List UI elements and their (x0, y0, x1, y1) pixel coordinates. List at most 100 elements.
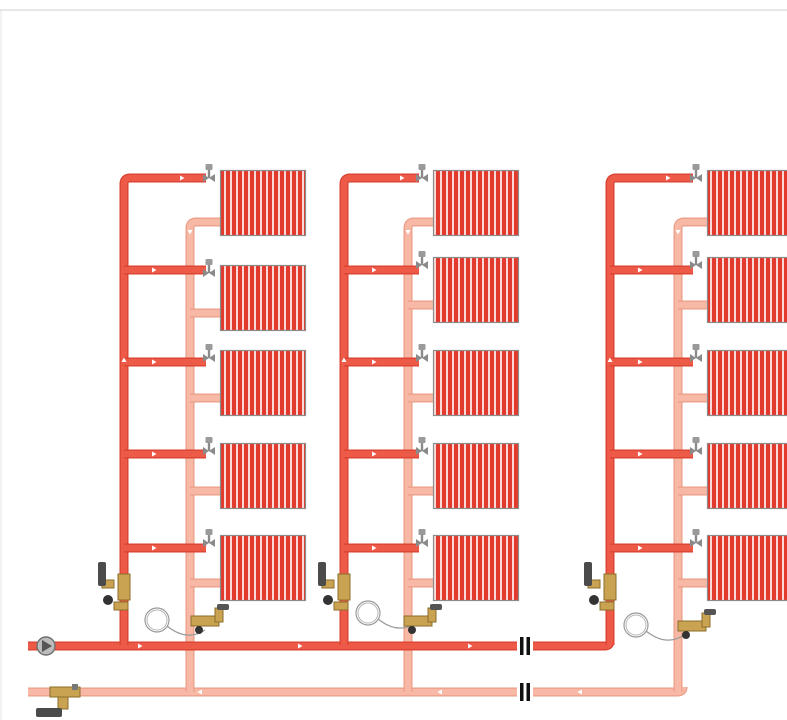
thermostatic-valve-icon (203, 259, 215, 277)
radiator (706, 349, 787, 417)
thermostatic-valve-icon (203, 529, 215, 547)
valve-cap (599, 601, 615, 611)
dpv-knob (195, 626, 203, 634)
valve-cap (113, 601, 129, 611)
flow-arrow (372, 267, 377, 273)
flow-arrow (607, 357, 613, 362)
flow-arrow (437, 689, 442, 695)
differential-pressure-valve-icon (677, 609, 716, 639)
radiator-body (220, 265, 306, 331)
radiator-body (707, 170, 787, 236)
radiator (219, 534, 307, 602)
flow-arrow (180, 175, 185, 181)
flow-arrow (372, 359, 377, 365)
valve-body (603, 573, 617, 601)
radiator-frame (219, 349, 307, 417)
radiator-frame (706, 349, 787, 417)
radiator-frame (219, 442, 307, 510)
radiator-frame (219, 534, 307, 602)
radiator (432, 349, 520, 417)
dpv-head (701, 612, 711, 628)
flow-arrow (638, 451, 643, 457)
capillary-tube-icon (623, 612, 685, 641)
flow-arrow (121, 357, 127, 362)
radiator (219, 264, 307, 332)
thermostatic-valve-icon (690, 344, 702, 362)
return-shutoff-valve-icon (36, 684, 81, 717)
flow-arrow (187, 230, 193, 235)
radiator-body (220, 535, 306, 601)
flow-arrow (666, 175, 671, 181)
valve-cap (333, 601, 349, 611)
radiator-body (707, 443, 787, 509)
radiator-body (433, 350, 519, 416)
radiator-frame (219, 169, 307, 237)
dpv-cap (704, 609, 716, 615)
riser-3-return-pipe (674, 218, 707, 692)
thermostatic-valve-icon (203, 344, 215, 362)
radiator-body (707, 257, 787, 323)
radiator-frame (706, 169, 787, 237)
riser-2-supply-pipe (340, 174, 419, 645)
radiator (706, 442, 787, 510)
flow-arrow (152, 545, 157, 551)
flow-arrow (341, 357, 347, 362)
thermostatic-valve-icon (690, 164, 702, 182)
dpv-knob (682, 631, 690, 639)
radiator (706, 534, 787, 602)
dpv-knob (408, 626, 416, 634)
pipe-break-icon (517, 637, 533, 655)
circulation-pump-icon (36, 636, 56, 656)
flow-arrow (638, 359, 643, 365)
flow-arrow (577, 689, 582, 695)
radiator-frame (432, 442, 520, 510)
radiator-body (433, 257, 519, 323)
radiator (219, 442, 307, 510)
thermostatic-valve-icon (416, 251, 428, 269)
flow-arrow (138, 643, 143, 649)
riser-1-supply-pipe (120, 174, 206, 645)
thermostatic-valve-icon (203, 437, 215, 455)
flow-arrow (152, 267, 157, 273)
dpv-head (214, 607, 224, 623)
thermostatic-valve-icon (416, 437, 428, 455)
flow-arrow (405, 230, 411, 235)
valve-body (117, 573, 131, 601)
valve-handle (584, 562, 592, 586)
flow-arrow (638, 267, 643, 273)
radiator-body (220, 350, 306, 416)
radiator-frame (706, 442, 787, 510)
devices (36, 164, 716, 717)
thermostatic-valve-icon (203, 164, 215, 182)
dpv-cap (217, 604, 229, 610)
thermostatic-valve-icon (416, 344, 428, 362)
riser-1-return-pipe (186, 218, 220, 692)
radiator-body (707, 535, 787, 601)
radiator (432, 534, 520, 602)
flow-arrow (298, 643, 303, 649)
radiator (432, 169, 520, 237)
differential-pressure-valve-icon (403, 604, 442, 634)
radiator-body (220, 443, 306, 509)
valve-knob (589, 595, 599, 605)
radiator-frame (219, 264, 307, 332)
radiator (432, 442, 520, 510)
valve-handle (98, 562, 106, 586)
valve-knob (323, 595, 333, 605)
flow-arrow (400, 175, 405, 181)
balancing-valve-icon (584, 562, 617, 611)
thermostatic-valve-icon (690, 437, 702, 455)
radiator (706, 169, 787, 237)
radiator-body (433, 170, 519, 236)
radiator-frame (706, 534, 787, 602)
balancing-valve-icon (318, 562, 351, 611)
valve-handle (318, 562, 326, 586)
radiators (219, 169, 787, 602)
supply-pipes (28, 173, 693, 651)
balancing-valve-icon (98, 562, 131, 611)
radiator (219, 349, 307, 417)
return-pipes (28, 217, 707, 697)
flow-arrow (675, 230, 681, 235)
